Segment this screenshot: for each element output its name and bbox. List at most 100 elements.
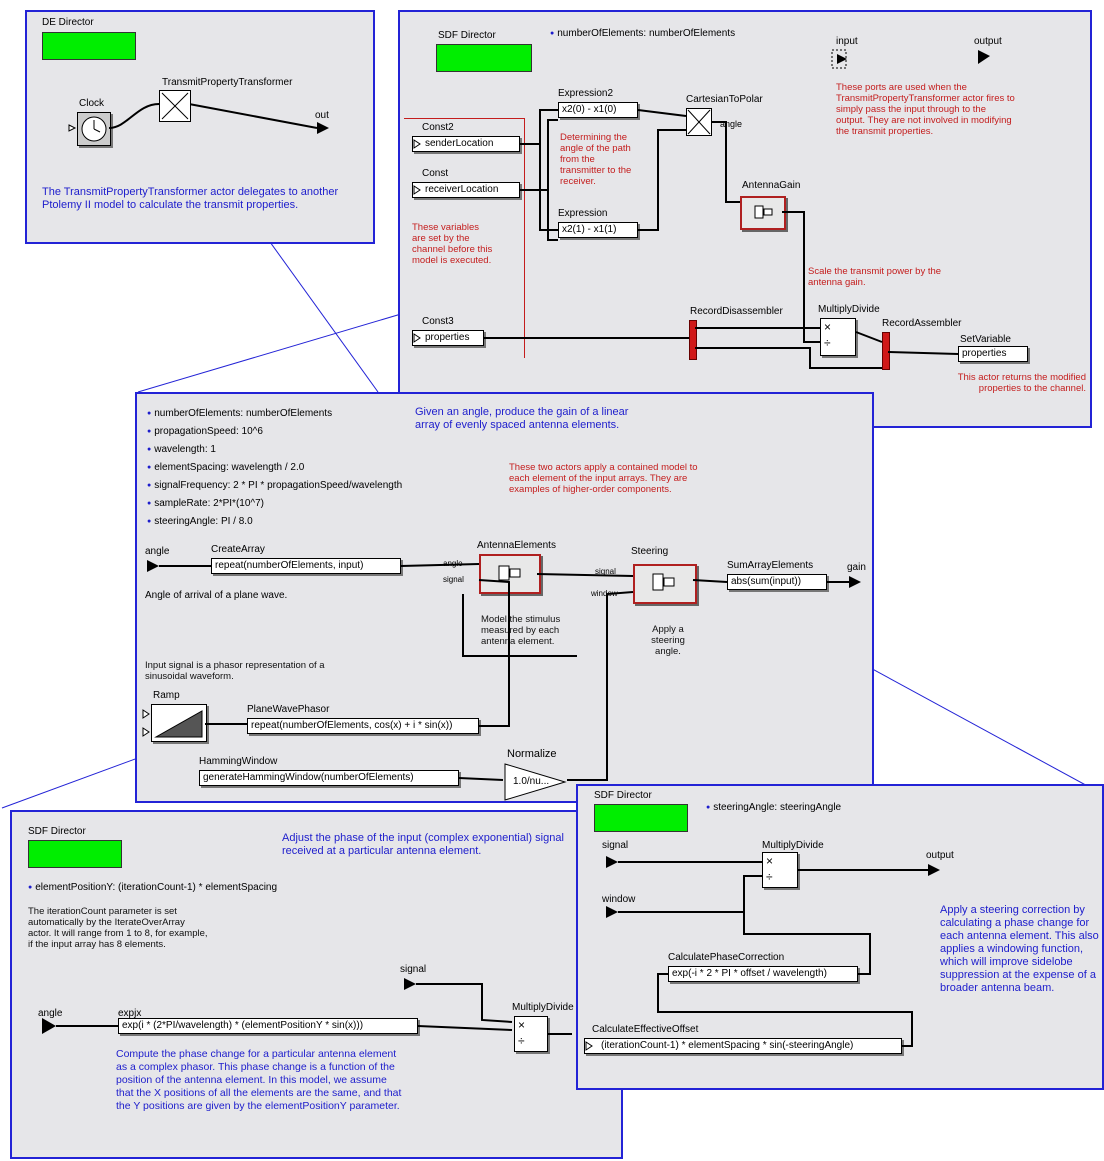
calc-phase-actor[interactable]: exp(-i * 2 * PI * offset / wavelength) — [668, 966, 858, 982]
const-label: Const — [422, 168, 449, 179]
panel2-wires — [413, 49, 990, 369]
expression2-actor[interactable]: x2(0) - x1(0) — [558, 102, 638, 118]
multiply-divide-label: MultiplyDivide — [762, 840, 824, 851]
param-steering-angle[interactable]: steeringAngle: PI / 8.0 — [147, 516, 252, 529]
iter-note: The iterationCount parameter is set auto… — [28, 906, 208, 950]
multiply-divide-actor[interactable]: ×÷ — [762, 852, 798, 888]
panel-element-phase-model: SDF Director Adjust the phase of the inp… — [10, 810, 623, 1159]
hamming-actor[interactable]: generateHammingWindow(numberOfElements) — [199, 770, 459, 786]
steering-actor[interactable] — [633, 564, 697, 604]
expjx-label: expjx — [118, 1008, 142, 1019]
record-disassembler-actor[interactable] — [689, 320, 697, 360]
record-assembler-label: RecordAssembler — [882, 318, 962, 329]
sdf-director-icon[interactable] — [594, 804, 688, 832]
steering-note: Apply a steering correction by calculati… — [940, 904, 1099, 994]
panel1-wires — [68, 103, 329, 134]
clock-label: Clock — [79, 98, 105, 109]
record-assembler-actor[interactable] — [882, 332, 890, 370]
panel5-wires — [585, 856, 940, 1051]
panel4-wires — [42, 978, 572, 1035]
director-label: SDF Director — [594, 790, 652, 801]
cartesian-label: CartesianToPolar — [686, 94, 763, 105]
param-sample-rate[interactable]: sampleRate: 2*PI*(10^7) — [147, 498, 264, 511]
ramp-label: Ramp — [153, 690, 180, 701]
create-array-label: CreateArray — [211, 544, 265, 555]
compute-note: Compute the phase change for a particula… — [116, 1048, 402, 1112]
model-note: Model the stimulus measured by each ante… — [481, 614, 561, 647]
multiply-divide-actor[interactable]: ×÷ — [820, 318, 856, 356]
panel1-note: The TransmitPropertyTransformer actor de… — [42, 186, 339, 211]
const3-label: Const3 — [422, 316, 454, 327]
panel-de-model: DE Director TransmitPropertyTransformer … — [25, 10, 375, 244]
signal-input-label: signal — [400, 964, 427, 975]
sdf-director-icon[interactable] — [28, 840, 122, 868]
sum-actor[interactable]: abs(sum(input)) — [727, 574, 827, 590]
gain-output-label: gain — [847, 562, 866, 573]
plane-wave-actor[interactable]: repeat(numberOfElements, cos(x) + i * si… — [247, 718, 479, 734]
expjx-actor[interactable]: exp(i * (2*PI/wavelength) * (elementPosi… — [118, 1018, 418, 1034]
const3-actor[interactable]: properties — [412, 330, 484, 346]
multiply-divide-actor[interactable]: ×÷ — [514, 1016, 548, 1052]
transformer-label: TransmitPropertyTransformer — [162, 77, 293, 88]
returns-note: This actor returns the modified properti… — [957, 372, 1086, 394]
record-disassembler-label: RecordDisassembler — [690, 306, 783, 317]
panel-transmit-model: SDF Director numberOfElements: numberOfE… — [398, 10, 1092, 428]
cartesian-to-polar-icon[interactable] — [686, 108, 712, 136]
const2-actor[interactable]: senderLocation — [412, 136, 520, 152]
element-position-param[interactable]: elementPositionY: (iterationCount-1) * e… — [28, 882, 277, 895]
param-number-of-elements[interactable]: numberOfElements: numberOfElements — [147, 408, 332, 421]
param-signal-frequency[interactable]: signalFrequency: 2 * PI * propagationSpe… — [147, 480, 402, 493]
scale-note: Scale the transmit power by the antenna … — [808, 266, 942, 288]
angle-input-label: angle — [38, 1008, 63, 1019]
director-label: SDF Director — [28, 826, 86, 837]
normalize-actor[interactable]: 1.0/nu... — [503, 762, 567, 805]
steering-label: Steering — [631, 546, 669, 557]
sdf-director-icon[interactable] — [436, 44, 532, 72]
set-variable-actor[interactable]: properties — [958, 346, 1028, 362]
angle-note: Angle of arrival of a plane wave. — [145, 590, 288, 601]
variables-boundary — [404, 118, 524, 119]
steering-port-window: window — [591, 589, 618, 598]
hamming-label: HammingWindow — [199, 756, 278, 767]
steer-note: Apply a steering angle. — [651, 624, 685, 657]
title-note: Given an angle, produce the gain of a li… — [415, 406, 629, 431]
antenna-elements-label: AntennaElements — [477, 540, 556, 551]
normalize-value: 1.0/nu... — [513, 776, 550, 787]
calc-offset-label: CalculateEffectiveOffset — [592, 1024, 699, 1035]
input-port-label: input — [836, 36, 858, 47]
param-element-spacing[interactable]: elementSpacing: wavelength / 2.0 — [147, 462, 304, 475]
create-array-actor[interactable]: repeat(numberOfElements, input) — [211, 558, 401, 574]
normalize-label: Normalize — [507, 748, 557, 760]
steering-port-signal: signal — [595, 567, 616, 576]
window-input-label: window — [602, 894, 636, 905]
multiply-divide-label: MultiplyDivide — [818, 304, 880, 315]
angle-port-label: angle — [720, 119, 743, 129]
antenna-gain-label: AntennaGain — [742, 180, 801, 191]
panel3-wires — [142, 560, 861, 781]
de-director-icon[interactable] — [42, 32, 136, 60]
transformer-icon[interactable] — [159, 90, 191, 122]
signal-input-label: signal — [602, 840, 629, 851]
steering-angle-param[interactable]: steeringAngle: steeringAngle — [706, 802, 841, 815]
antenna-port-angle: angle — [443, 559, 463, 568]
output-port-label: output — [974, 36, 1002, 47]
const-actor[interactable]: receiverLocation — [412, 182, 520, 198]
expression-actor[interactable]: x2(1) - x1(1) — [558, 222, 638, 238]
const2-label: Const2 — [422, 122, 454, 133]
number-of-elements-param[interactable]: numberOfElements: numberOfElements — [550, 28, 735, 41]
panel-antenna-array-model: numberOfElements: numberOfElements propa… — [135, 392, 874, 803]
plane-wave-label: PlaneWavePhasor — [247, 704, 330, 715]
angle-note: Determining the angle of the path from t… — [560, 132, 632, 187]
ramp-actor[interactable] — [151, 704, 207, 742]
variables-boundary-vertical — [524, 118, 525, 358]
ports-note: These ports are used when the TransmitPr… — [836, 82, 1015, 137]
multiply-divide-label: MultiplyDivide — [512, 1002, 574, 1013]
param-wavelength[interactable]: wavelength: 1 — [147, 444, 216, 457]
variables-note: These variables are set by the channel b… — [412, 222, 493, 266]
actors-note: These two actors apply a contained model… — [509, 462, 698, 495]
param-propagation-speed[interactable]: propagationSpeed: 10^6 — [147, 426, 263, 439]
calc-offset-actor[interactable]: (iterationCount-1) * elementSpacing * si… — [584, 1038, 902, 1054]
clock-icon[interactable] — [77, 112, 111, 146]
antenna-gain-actor[interactable] — [740, 196, 786, 230]
sum-label: SumArrayElements — [727, 560, 814, 571]
